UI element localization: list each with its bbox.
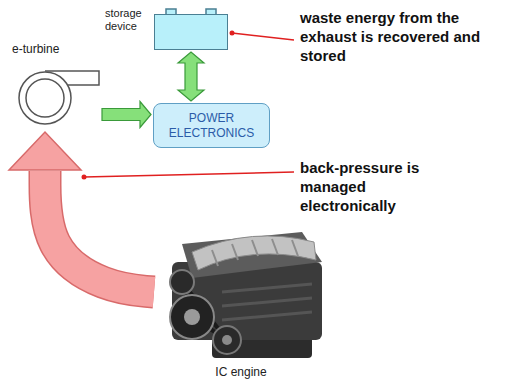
flow-arrow-outline: [45, 171, 154, 292]
connector: [9, 132, 154, 292]
battery-box: storage device: [154, 14, 228, 50]
flow-arrow-body: [45, 171, 154, 292]
node-label: e-turbine: [12, 42, 59, 56]
flow-arrow-head: [9, 132, 81, 170]
block-arrow: [178, 52, 204, 101]
turbine-housing: [19, 72, 71, 124]
pulley: [170, 270, 194, 294]
block-arrow: [102, 102, 151, 128]
block-ribs: [222, 284, 312, 320]
pulley-hub: [184, 309, 200, 325]
engine-illustration: [170, 232, 322, 358]
turbine-outline: [18, 70, 100, 126]
process-box: POWER ELECTRONICS: [153, 103, 270, 148]
leader-line: [84, 172, 294, 177]
engine-picture: IC engine: [152, 222, 330, 364]
node-label: storage device: [105, 7, 151, 33]
intake-plenum: [192, 236, 316, 270]
leader-dot: [82, 175, 87, 180]
connector: [178, 52, 204, 101]
pulley-hub: [222, 335, 232, 345]
turbine-wheel: [26, 79, 64, 117]
connector: [102, 102, 151, 128]
callout-note: back-pressure is managed electronically: [300, 158, 465, 215]
callout-note: waste energy from the exhaust is recover…: [300, 8, 512, 65]
node-label: POWER ELECTRONICS: [162, 111, 261, 141]
cover-ribs: [212, 239, 298, 266]
node-label: IC engine: [152, 365, 330, 379]
crank-pulley: [170, 295, 214, 339]
valve-cover: [182, 232, 322, 278]
turbine-circle: e-turbine: [18, 70, 100, 126]
leader-line: [232, 33, 294, 40]
pulley: [213, 326, 241, 354]
